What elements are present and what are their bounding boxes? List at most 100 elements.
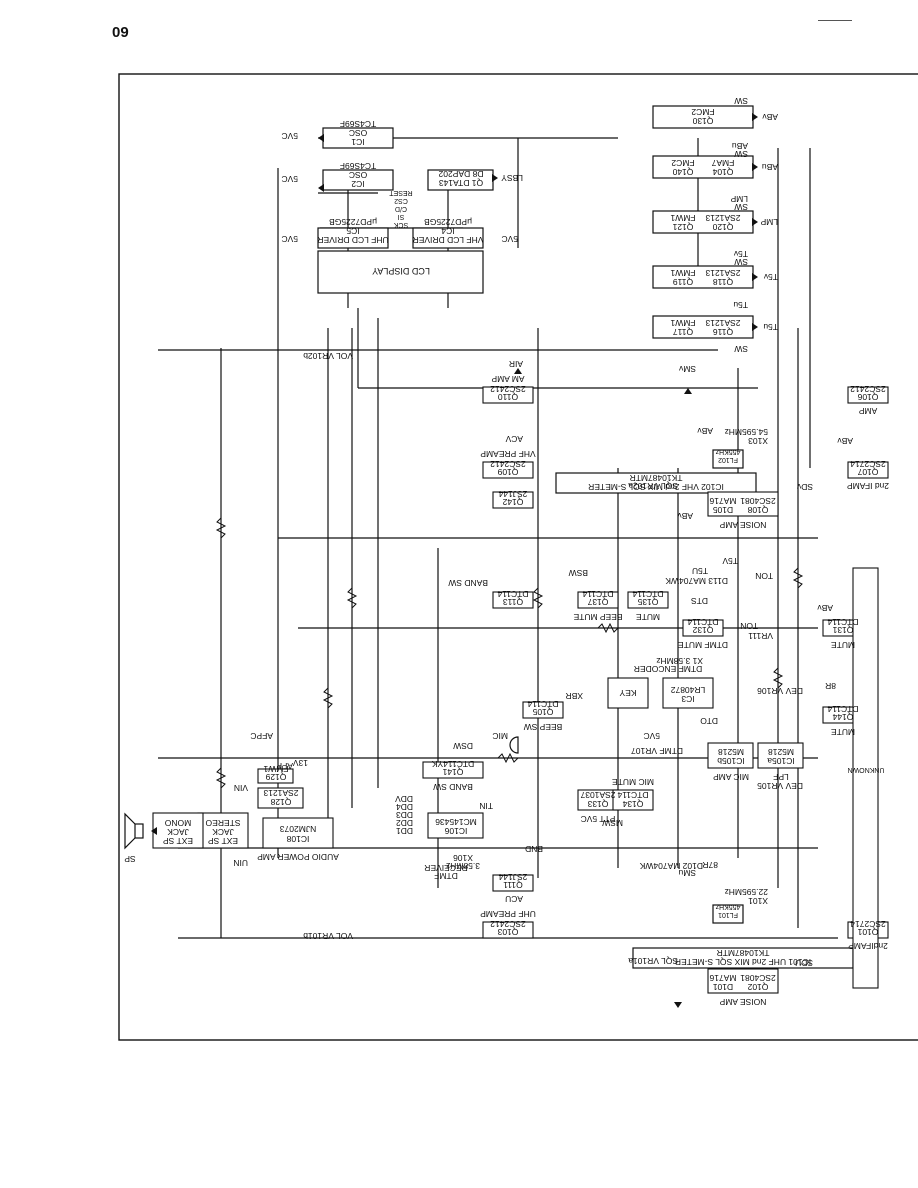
sw-chain-3-out: T5v — [763, 272, 778, 282]
svc-label-2: 5VC — [281, 174, 298, 184]
uhf-driver-label-1: UHF LCD DRIVER — [317, 235, 388, 245]
osc2-label-1: IC2 — [351, 179, 365, 189]
t5u-label: T5U — [692, 566, 708, 576]
ic106-role-1: DTMF — [434, 871, 458, 881]
q142-box — [492, 491, 534, 509]
arrowheads — [151, 113, 758, 1008]
sw-label-4: SW — [734, 202, 748, 212]
q111-part: 2SJ144 — [498, 872, 527, 882]
sw-label-2: SW — [734, 149, 748, 159]
ic3-role: DTMF ENCODER — [634, 664, 702, 674]
osc2-label-2: OSC — [349, 170, 367, 180]
vhf-lcd-driver-box — [412, 227, 484, 249]
ic106-role-2: RECEIVER — [424, 863, 467, 873]
q129-ref: Q129 — [265, 772, 286, 782]
lcd-block — [317, 127, 494, 294]
sql-a-label: SQL VR102a — [628, 481, 678, 491]
ic105a-ref: IC105a — [767, 756, 795, 766]
uin-label: UIN — [233, 858, 248, 868]
d102-label: D102 MA704WK — [639, 861, 703, 871]
q107-part: 2SC2714 — [850, 459, 886, 469]
msw-label: MSW — [602, 818, 623, 828]
uhf-driver-label-3: μPD7225GB — [329, 217, 377, 227]
vhf-preamp-box — [482, 461, 534, 479]
q106-box — [847, 386, 889, 404]
ic108-role: AUDIO POWER AMP — [257, 852, 339, 862]
sw-label-6: SW — [734, 257, 748, 267]
sw-chain-4-3: 2SA1213 — [705, 318, 740, 328]
ic101-label-1: IC101 UHF 2nd MIX SQL S-METER — [675, 957, 811, 967]
vin-label: VIN — [234, 783, 248, 793]
ic102-box — [555, 472, 757, 494]
q133-part: 2SA1037 — [580, 790, 615, 800]
labels-upright: LCD DISPLAY VHF LCD DRIVER IC4 μPD7225GB… — [124, 96, 889, 1007]
q113-role: BAND SW — [448, 578, 488, 588]
q113-ref: Q113 — [503, 597, 523, 607]
q108-part: 2SC4081 — [740, 496, 776, 506]
vhf-driver-label-1: VHF LCD DRIVER — [413, 235, 484, 245]
sdu-label: SDU — [795, 958, 813, 968]
sw-chain-2-2: Q121 — [672, 222, 693, 232]
ic105b-box — [707, 742, 754, 769]
page-number: 09 — [112, 24, 129, 41]
sw-chain-1-4: FMC2 — [671, 158, 694, 168]
vhf-preamp-ref: Q109 — [497, 467, 518, 477]
air-label: AIR — [509, 359, 523, 369]
sw-chain-1-3: FMA7 — [711, 158, 734, 168]
sw-label-8: SW — [734, 344, 748, 354]
mono-2: JACK — [167, 827, 189, 837]
q132-box — [682, 619, 724, 637]
q135-box — [627, 591, 669, 609]
q102-ref: Q102 — [747, 982, 768, 992]
vhf-driver-label-2: IC4 — [441, 226, 455, 236]
d113-label: D113 MA704WK — [665, 576, 728, 586]
osc1-label-3: TC4S69F — [340, 119, 376, 129]
fl101-label-2: 455KHz — [715, 903, 740, 910]
sdv-label: SDv — [796, 482, 813, 492]
q102-d101-box — [707, 968, 779, 994]
d101-part: MA716 — [709, 973, 736, 983]
q1-label-1: Q1 DTA143 — [439, 178, 484, 188]
sw-chain-0-1: Q130 — [692, 116, 713, 126]
sw-chain-4-4: FMW1 — [670, 318, 695, 328]
q129-part: FMW1 — [263, 764, 288, 774]
q106-part: 2SC2412 — [850, 384, 886, 394]
q135-ref: Q135 — [637, 597, 658, 607]
sw-chain-2-1: Q120 — [712, 222, 733, 232]
sw-chain-0-2: FMC2 — [691, 107, 714, 117]
sw-chain-3-2: Q119 — [673, 277, 693, 287]
noise-amp-a: NOISE AMP — [719, 520, 766, 530]
ext-sp-2: JACK — [212, 827, 234, 837]
q132-role: DTMF MUTE — [678, 640, 728, 650]
q137-box — [577, 591, 619, 609]
q134-part: DTC114 — [617, 790, 648, 800]
q111-ref: Q111 — [503, 880, 523, 890]
ic3-ref: IC3 — [681, 694, 695, 704]
br-label: 8R — [825, 681, 836, 691]
svc-mute-label: 5VC — [643, 731, 660, 741]
ic105b-role: MIC AMP — [713, 772, 749, 782]
ic105a-role: LPF — [773, 772, 789, 782]
q107-box — [847, 461, 889, 479]
sw-chain-1-2: Q140 — [672, 167, 693, 177]
q141-ref: Q141 — [442, 767, 463, 777]
q142-part: 2SJ144 — [498, 489, 527, 499]
dd3-label: DD3 — [396, 810, 413, 820]
ext-sp-1: EXT SP — [208, 836, 238, 846]
q129-box — [257, 768, 294, 784]
am-amp-part: 2SC2412 — [490, 384, 526, 394]
abv-label-4: ABv — [817, 603, 833, 613]
afp-label: AFP — [276, 761, 293, 771]
q107-role: 2nd IFAMP — [847, 481, 889, 491]
noise-amp-b: NOISE AMP — [719, 997, 766, 1007]
sw-label-7: T5u — [733, 300, 748, 310]
q111-box — [492, 874, 534, 892]
v13-label: 13V — [293, 758, 308, 768]
x101-label-2: 22.595MHz — [725, 887, 768, 897]
dd4-label: DD4 — [396, 802, 413, 812]
ic101-label-2: TK10487MTR — [717, 948, 770, 958]
sw-chain-4-out: T5u — [763, 322, 778, 332]
ic102-label-2: TK10487MTR — [630, 473, 683, 483]
uhf-preamp-ref: Q103 — [497, 927, 518, 937]
